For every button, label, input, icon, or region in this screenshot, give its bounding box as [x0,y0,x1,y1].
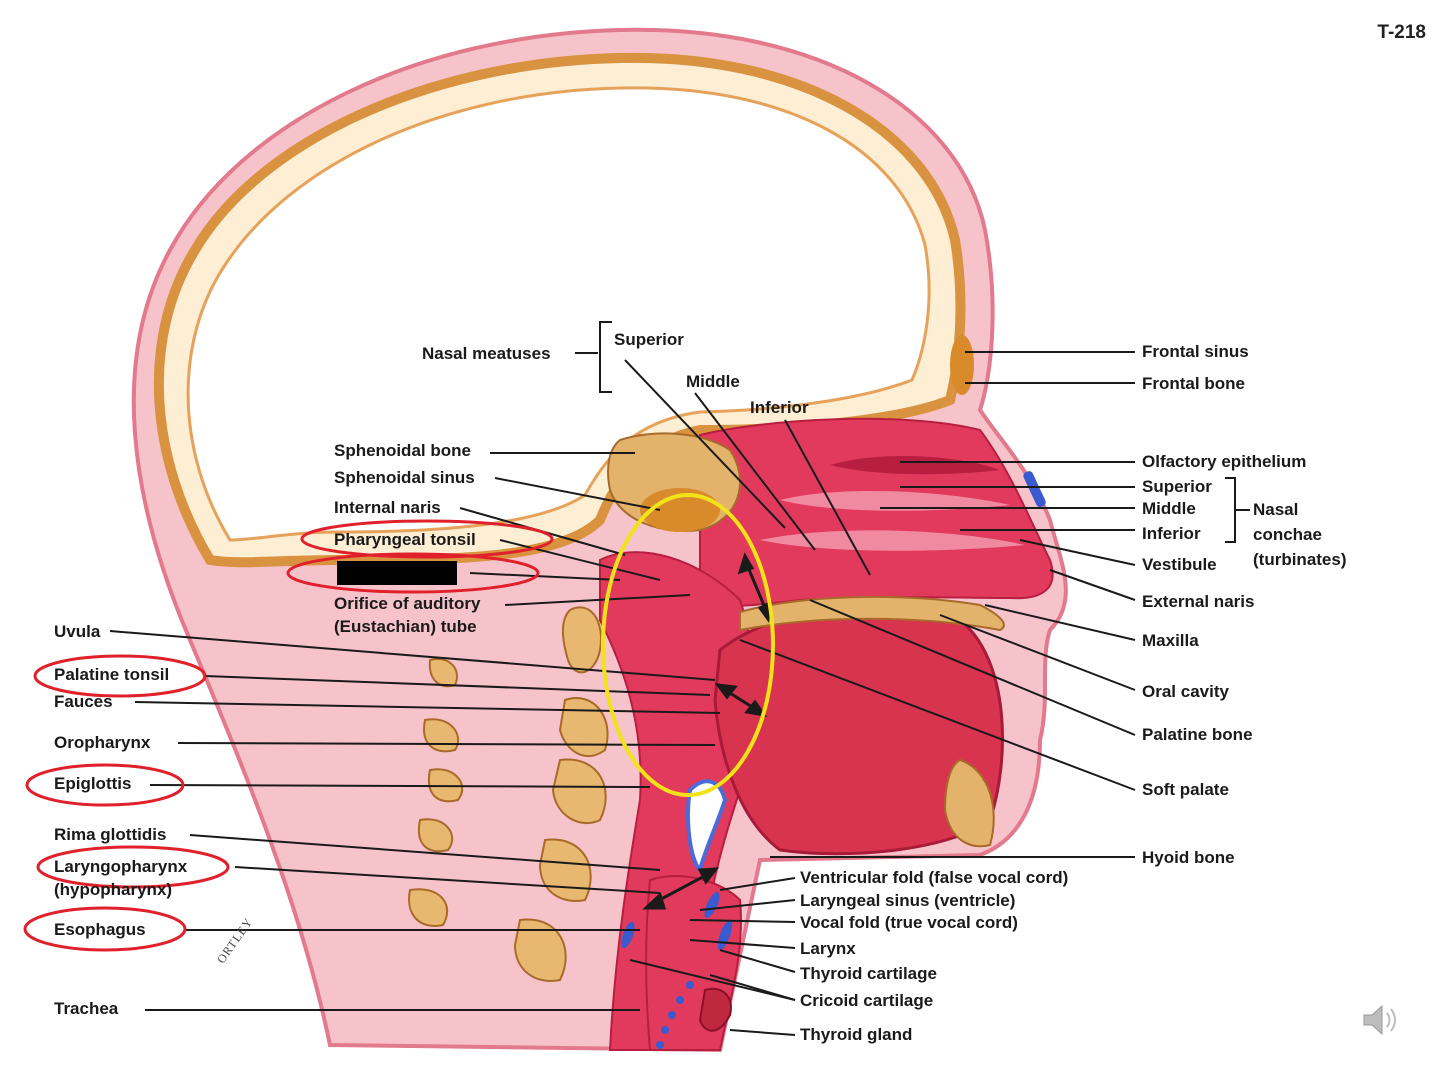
label-laryngeal-sinus: Laryngeal sinus (ventricle) [800,891,1016,910]
label-external-naris: External naris [1142,592,1255,611]
label-larynx: Larynx [800,939,856,958]
concha-inferior-shape [760,530,1025,551]
concha-middle-shape [780,490,1010,511]
nasal-cartilage [1023,471,1046,508]
label-conchae-superior: Superior [1142,477,1212,496]
label-fauces: Fauces [54,692,113,711]
pharynx-highlight-ellipse [601,493,775,797]
concha-superior-shape [830,455,1000,475]
label-palatine-tonsil: Palatine tonsil [54,665,170,684]
redacted-label-highlight [286,552,540,594]
vertebrae [408,606,609,982]
pharyngeal-tonsil-highlight [300,519,554,559]
label-conchae-inferior: Inferior [1142,524,1201,543]
label-uvula: Uvula [54,622,101,641]
label-conchae: conchae [1253,525,1322,544]
label-cricoid-cartilage: Cricoid cartilage [800,991,934,1010]
label-vocal-fold: Vocal fold (true vocal cord) [800,913,1018,932]
label-hyoid-bone: Hyoid bone [1142,848,1235,867]
label-eustachian-tube: (Eustachian) tube [334,617,477,636]
label-meatus-superior: Superior [614,330,684,349]
label-laryngopharynx: Laryngopharynx [54,857,188,876]
redacted-label-box [337,561,457,585]
label-conchae-middle: Middle [1142,499,1196,518]
epiglottis-highlight [25,763,185,807]
label-thyroid-gland: Thyroid gland [800,1025,913,1044]
label-thyroid-cartilage: Thyroid cartilage [800,964,937,983]
palatine-tonsil-highlight [33,654,207,698]
label-hypopharynx: (hypopharynx) [54,880,173,899]
label-ventricular-fold: Ventricular fold (false vocal cord) [800,868,1069,887]
brain-cavity [186,86,931,542]
thyroid-gland-shape [698,987,732,1032]
leader-lines [109,321,1250,1036]
label-nasal-meatuses: Nasal meatuses [422,344,551,363]
label-epiglottis: Epiglottis [54,774,132,793]
label-trachea: Trachea [54,999,119,1018]
label-vestibule: Vestibule [1142,555,1217,574]
label-soft-palate: Soft palate [1142,780,1229,799]
label-frontal-bone: Frontal bone [1142,374,1245,393]
label-palatine-bone: Palatine bone [1142,725,1253,744]
palate [739,595,1005,632]
epiglottis-shape [686,779,728,874]
label-oral-cavity: Oral cavity [1142,682,1229,701]
frontal-sinus-shape [950,335,974,395]
label-internal-naris: Internal naris [334,498,441,517]
esophagus-highlight [23,906,187,952]
red-highlight-ellipses [23,519,554,952]
label-pharyngeal-tonsil: Pharyngeal tonsil [334,530,476,549]
label-esophagus: Esophagus [54,920,146,939]
label-sphenoidal-sinus: Sphenoidal sinus [334,468,475,487]
label-oropharynx: Oropharynx [54,733,151,752]
laryngopharynx-highlight [36,845,230,889]
label-nasal: Nasal [1253,500,1299,519]
label-sphenoidal-bone: Sphenoidal bone [334,441,471,460]
label-meatus-inferior: Inferior [750,398,809,417]
mandible [943,758,995,848]
tracheal-rings [621,892,733,1049]
speaker-icon[interactable] [1360,1000,1400,1040]
label-rima-glottidis: Rima glottidis [54,825,167,844]
label-frontal-sinus: Frontal sinus [1142,342,1249,361]
sphenoidal-sinus-shape [640,488,720,532]
label-olfactory-epithelium: Olfactory epithelium [1142,452,1307,471]
label-meatus-middle: Middle [686,372,740,391]
label-orifice-auditory: Orifice of auditory [334,594,481,613]
page-number: T-218 [1377,22,1426,43]
label-turbinates: (turbinates) [1253,550,1347,569]
label-maxilla: Maxilla [1142,631,1199,650]
